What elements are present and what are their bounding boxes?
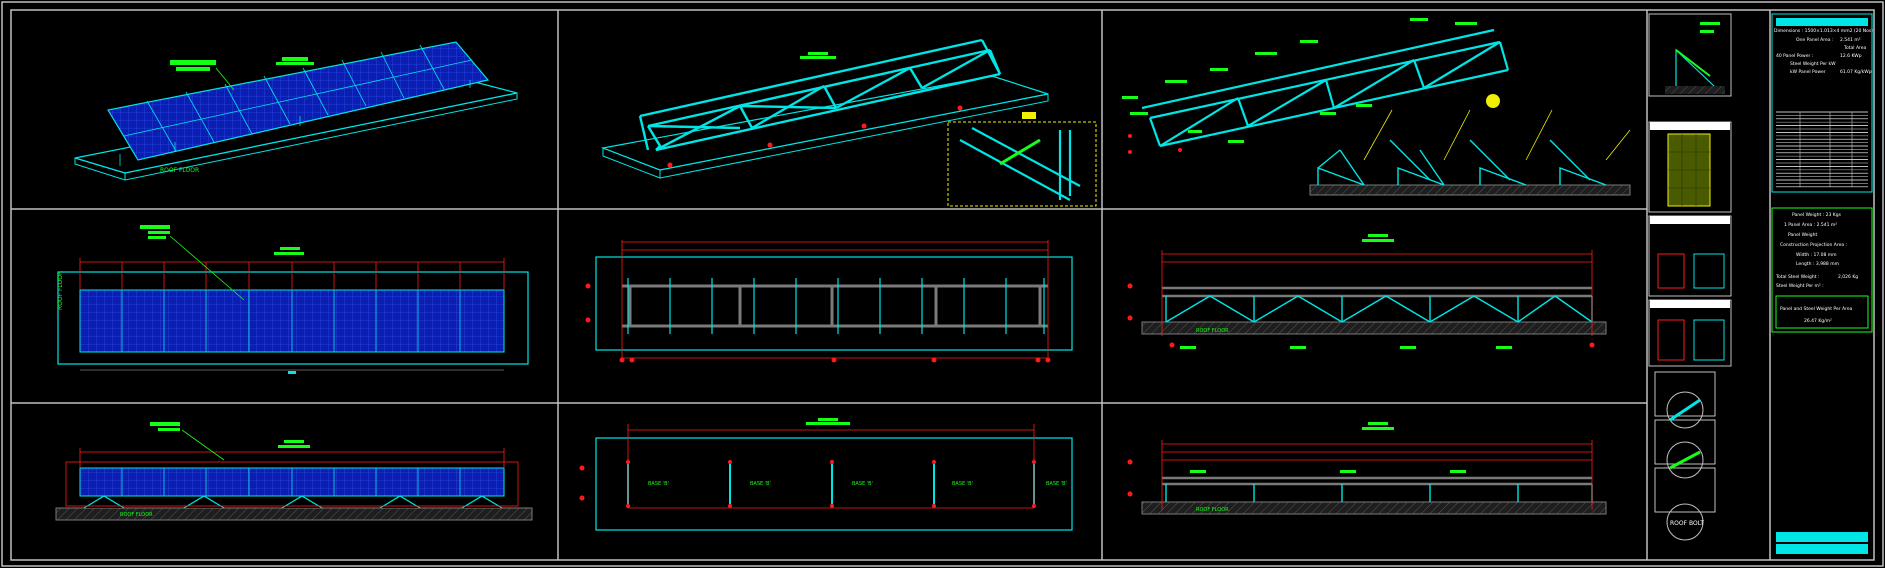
view-panels-elevation: ROOF FLOOR: [55, 422, 533, 521]
tb-panel-weight-m2: Panel Weight: [1788, 232, 1817, 238]
tb-kw-panel-power: kW Panel Power: [1790, 69, 1826, 75]
floor-label: ROOF FLOOR: [1196, 507, 1229, 513]
tb-per-panel-power: 40 Panel Power :: [1776, 53, 1813, 59]
tb-summary-line: Panel and Steel Weight Per Area: [1780, 306, 1853, 312]
tb-one-panel-area-value: 2.541 m²: [1840, 37, 1861, 43]
view-frame-detail-isometric: [1122, 18, 1631, 196]
tb-total-steel-weight-value: 2,026 Kg: [1838, 274, 1858, 280]
base-tag: BASE 'B': [750, 481, 771, 487]
title-block-table: [1776, 111, 1868, 188]
floor-label: ROOF FLOOR: [120, 512, 153, 518]
details-column: ROOF BOLT: [1648, 13, 1732, 541]
base-tag: BASE 'B': [852, 481, 873, 487]
tb-construction-area: Construction Projection Area :: [1780, 242, 1847, 248]
view-panels-plan: ROOF FLOOR: [57, 225, 529, 374]
details-label: ROOF BOLT: [1670, 520, 1704, 527]
tb-steel-weight-per-area: Steel Weight Per m² :: [1776, 283, 1824, 289]
tb-summary-value: 26.47 Kg/m²: [1804, 318, 1832, 324]
tb-length: Length : 3,988 mm: [1796, 261, 1839, 267]
view-frame-side-elevation: ROOF FLOOR: [1127, 422, 1607, 515]
view-frame-isometric: [600, 38, 1097, 207]
view-base-plan: BASE 'B' BASE 'B' BASE 'B' BASE 'B' BASE…: [579, 418, 1073, 531]
view-frame-elevation: ROOF FLOOR: [1127, 234, 1607, 349]
tb-width: Width : 17.08 mm: [1796, 252, 1837, 258]
tb-panel-area-line: 1 Panel Area : 2.541 m²: [1784, 222, 1837, 228]
base-tag: BASE 'B': [1046, 481, 1067, 487]
base-tag: BASE 'B': [648, 481, 669, 487]
floor-label: ROOF FLOOR: [160, 167, 199, 174]
floor-label: ROOF FLOOR: [57, 271, 64, 310]
tb-panel-weight: Panel Weight : 23 Kgs: [1792, 212, 1842, 218]
tb-per-panel-power-value: 12.6 KWp: [1840, 53, 1862, 59]
view-panels-isometric: ROOF FLOOR: [74, 41, 518, 181]
tb-steel-weight-value: 61.07 Kg/kWp: [1840, 69, 1872, 75]
tb-dimensions: Dimensions : 1500×1.013×4 mm2 (20 Nos): [1774, 28, 1873, 34]
floor-label: ROOF FLOOR: [1196, 328, 1229, 334]
base-tag: BASE 'B': [952, 481, 973, 487]
tb-one-panel-area: One Panel Area :: [1796, 37, 1833, 43]
title-block: [1771, 13, 1873, 554]
tb-total-steel-weight: Total Steel Weight :: [1775, 274, 1819, 280]
tb-total-panel-area: Total Area: [1843, 45, 1867, 51]
view-frame-plan: [585, 240, 1073, 363]
tb-steel-weight: Steel Weight Per kW: [1790, 61, 1836, 67]
title-block-text: Dimensions : 1500×1.013×4 mm2 (20 Nos) O…: [1774, 28, 1873, 324]
